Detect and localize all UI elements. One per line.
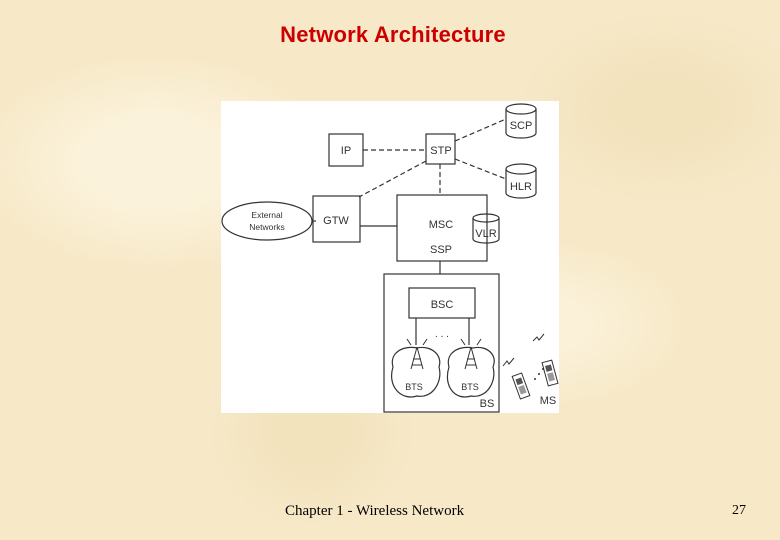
bsc-node	[408, 287, 476, 319]
msc-label: MSC	[429, 219, 454, 231]
bts-left-cell	[391, 346, 441, 398]
hlr-database	[505, 163, 537, 199]
gtw-label: GTW	[323, 215, 349, 227]
bs-label: BS	[480, 398, 495, 410]
bts-right-antenna-icon	[460, 338, 482, 370]
link-stp-scp	[454, 118, 507, 142]
scp-label: SCP	[510, 120, 533, 132]
external-networks-label-1: External	[251, 210, 282, 220]
bts-left-antenna-icon	[406, 338, 428, 370]
ip-node	[328, 133, 364, 167]
scp-database	[505, 103, 537, 139]
stp-label: STP	[430, 145, 451, 157]
slide-title: Network Architecture	[280, 22, 506, 47]
mobile-phone-right-icon	[541, 359, 559, 387]
external-networks-label-2: Networks	[249, 222, 284, 232]
ip-label: IP	[341, 145, 351, 157]
stp-node	[425, 133, 456, 165]
ssp-label: SSP	[430, 244, 452, 256]
bts-ellipsis-label: . . .	[435, 329, 449, 340]
ms-label: MS	[540, 395, 557, 407]
bts-left-label: BTS	[405, 382, 423, 392]
msc-node	[396, 194, 488, 262]
radio-wave-left-icon	[502, 357, 515, 367]
gtw-node	[312, 195, 361, 243]
bsc-label: BSC	[431, 299, 454, 311]
vlr-database	[472, 213, 500, 244]
link-stp-hlr	[454, 158, 507, 180]
bs-container	[383, 273, 500, 413]
footer-chapter-label: Chapter 1 - Wireless Network	[285, 503, 465, 519]
radio-wave-right-icon	[532, 333, 545, 342]
hlr-label: HLR	[510, 181, 532, 193]
network-architecture-diagram: External Networks GTW IP STP SCP HLR MSC…	[221, 101, 559, 413]
link-stp-gtw	[358, 160, 427, 198]
vlr-label: VLR	[475, 228, 496, 240]
bts-right-cell	[446, 346, 495, 398]
bts-right-label: BTS	[461, 382, 479, 392]
page-number: 27	[732, 503, 746, 518]
external-networks-node	[221, 201, 313, 241]
mobile-phone-left-icon	[511, 372, 531, 400]
